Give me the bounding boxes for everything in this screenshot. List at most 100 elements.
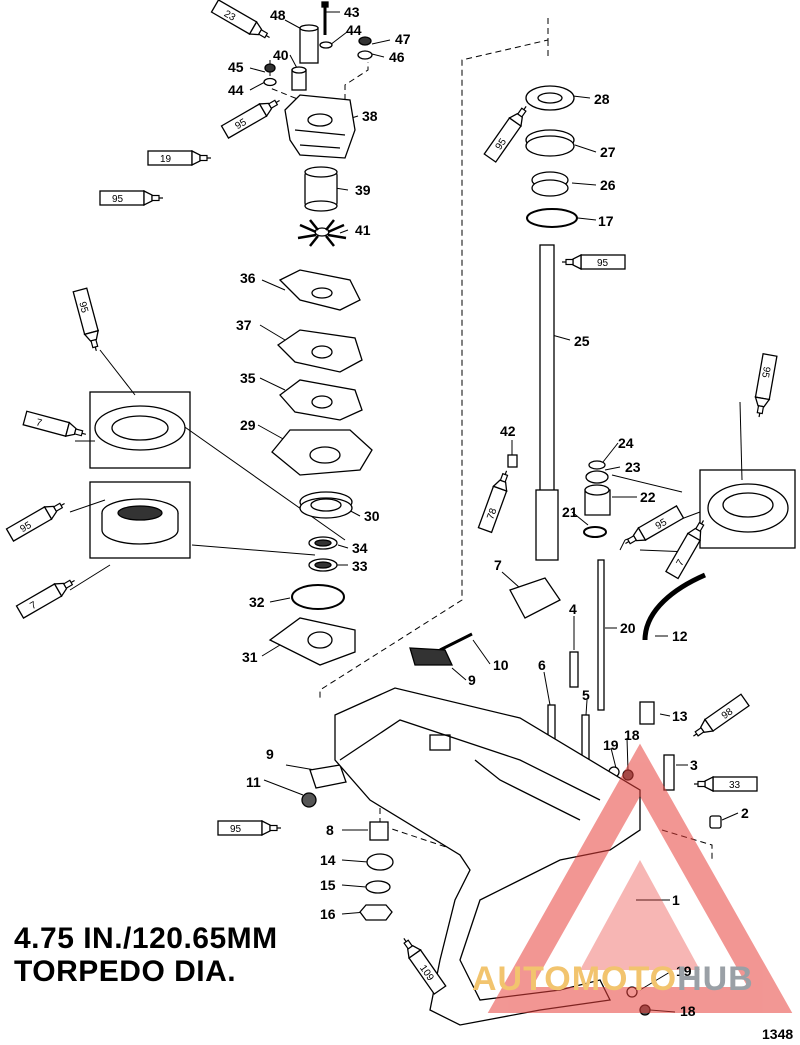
sealant-tubes: 23 95 19 95 95 7 95 7 95 95 78 95 7 95 9… [5,0,778,995]
callout-15: 15 [320,877,336,893]
part-44-washer [319,41,333,49]
callout-12: 12 [672,628,688,644]
callout-44: 44 [346,22,362,38]
svg-text:95: 95 [759,366,772,379]
callout-31: 31 [242,649,258,665]
tube-19: 19 [147,150,212,166]
callout-35: 35 [240,370,256,386]
callout-8: 8 [326,822,334,838]
callout-37: 37 [236,317,252,333]
part-20-shift-shaft [597,559,605,711]
callout-10: 10 [493,657,509,673]
part-15-washer [365,880,391,894]
callout-41: 41 [355,222,371,238]
callout-14: 14 [320,852,336,868]
callout-16: 16 [320,906,336,922]
part-8-bushing [369,821,389,841]
callout-18: 18 [624,727,640,743]
callout-44b: 44 [228,82,244,98]
part-21-o-ring [583,526,607,538]
watermark-text: AUTOMOTOHUB [472,960,754,999]
callout-26: 26 [600,177,616,193]
callout-1: 1 [672,892,680,908]
detail-box-seal-right [699,469,796,549]
part-drawings [89,1,796,1026]
part-41-impeller [297,219,347,247]
tube-23: 23 [210,0,274,45]
part-10-bolt [439,632,473,652]
callout-47: 47 [395,31,411,47]
part-46-washer [357,50,373,60]
tube-95-g: 95 [621,505,685,551]
tube-7-a: 7 [22,410,89,442]
watermark-part2: HUB [677,960,754,998]
callout-40: 40 [273,47,289,63]
callout-6: 6 [538,657,546,673]
part-3-stud [663,754,675,791]
callout-24: 24 [618,435,634,451]
callout-5: 5 [582,687,590,703]
callout-28: 28 [594,91,610,107]
callout-9: 9 [468,672,476,688]
svg-text:95: 95 [76,301,90,315]
callout-29: 29 [240,417,256,433]
tube-33: 33 [693,776,758,792]
tube-95-e: 95 [483,101,533,163]
part-24-washer [588,460,606,470]
callout-22: 22 [640,489,656,505]
part-12-tube [642,572,706,641]
tube-95-h: 95 [751,353,778,419]
callout-39: 39 [355,182,371,198]
callout-23: 23 [625,459,641,475]
callout-25: 25 [574,333,590,349]
tube-95-b: 95 [99,190,164,206]
part-48-sleeve [299,27,319,64]
callout-11: 11 [246,774,261,790]
callout-4: 4 [569,601,577,617]
torpedo-diameter-line1: 4.75 IN./120.65MM [14,922,278,955]
detail-box-seal-upper [89,391,191,469]
watermark-logo [487,743,793,1013]
figure-number: 1348 [762,1026,794,1042]
svg-text:7: 7 [35,417,44,429]
tube-95-i: 95 [217,820,282,836]
callout-46: 46 [389,49,405,65]
svg-text:7: 7 [28,600,39,613]
callout-42: 42 [500,423,516,439]
callout-19b: 19 [676,963,692,979]
svg-text:95: 95 [230,824,242,835]
svg-text:95: 95 [654,517,670,532]
part-14-gear [366,853,394,871]
callout-17: 17 [598,213,614,229]
callout-34: 34 [352,540,368,556]
callout-21: 21 [562,504,578,520]
callout-27: 27 [600,144,616,160]
callout-30: 30 [364,508,380,524]
callout-2: 2 [741,805,749,821]
part-9-anode [409,647,454,666]
svg-text:95: 95 [112,194,124,205]
part-23-washer [585,470,609,484]
part-7-retainer [509,577,561,619]
callout-20: 20 [620,620,636,636]
tube-95-f: 95 [561,254,626,270]
svg-text:95: 95 [233,117,249,132]
part-9-lower [309,764,347,789]
svg-text:7: 7 [675,557,688,568]
callout-18b: 18 [680,1003,696,1019]
callout-labels: 48 43 44 47 46 40 45 44 38 39 41 36 37 3… [228,4,749,1019]
tube-7-b: 7 [15,573,79,619]
part-5-stud [581,714,590,761]
callout-9b: 9 [266,746,274,762]
part-48-top [299,24,319,32]
callout-32: 32 [249,594,265,610]
callout-38: 38 [362,108,378,124]
callout-45: 45 [228,59,244,75]
svg-text:95: 95 [597,258,609,269]
callout-19: 19 [603,737,619,753]
leader-lines [69,11,743,1013]
svg-text:19: 19 [160,154,172,165]
svg-text:95: 95 [18,520,34,535]
tube-label: 23 [222,9,238,24]
